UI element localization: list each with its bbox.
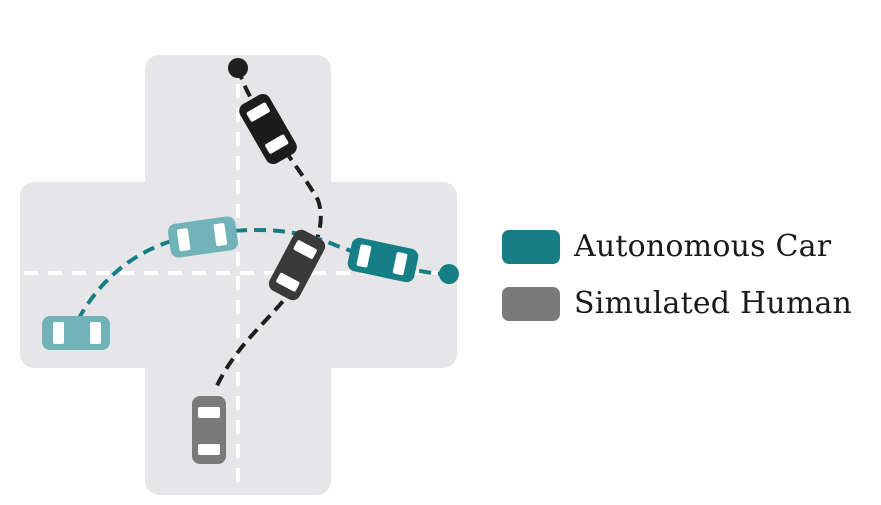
intersection-road — [20, 55, 457, 495]
legend-autonomous-swatch — [502, 229, 560, 264]
legend-autonomous: Autonomous Car — [502, 229, 831, 264]
human-trajectory — [213, 67, 323, 391]
autonomous-car-faded-start — [42, 316, 110, 350]
human-car-faded-start — [192, 396, 226, 464]
legend-human-swatch — [502, 286, 560, 321]
legend-human: Simulated Human — [502, 286, 852, 321]
legend-autonomous-label: Autonomous Car — [574, 229, 832, 264]
legend-human-label: Simulated Human — [574, 286, 853, 321]
autonomous-end-dot — [439, 264, 459, 284]
human-start-dot — [228, 58, 248, 78]
